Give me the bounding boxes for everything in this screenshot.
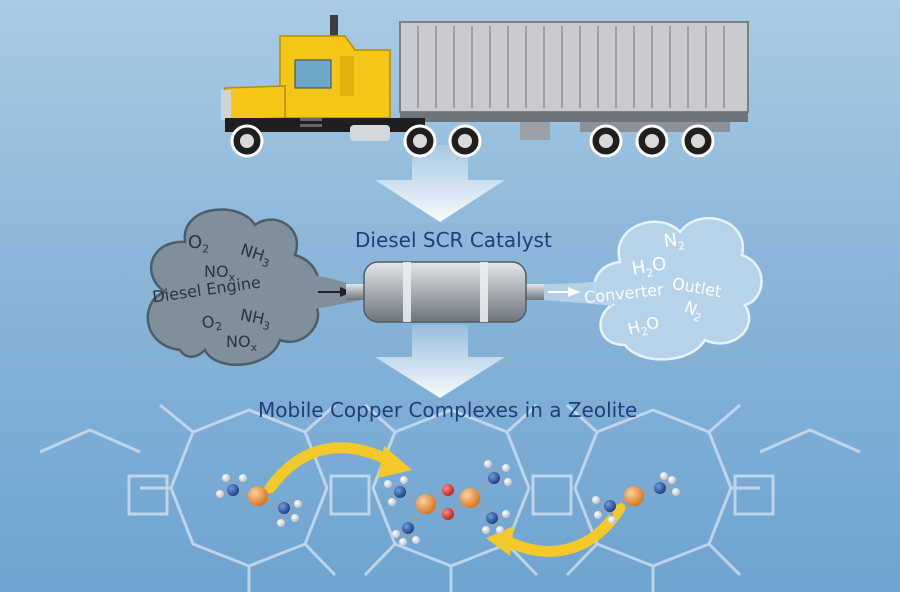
outlet-n2-label: N2 (662, 229, 687, 254)
arrow-catalyst-to-zeolite (375, 325, 505, 398)
catalyst-title: Diesel SCR Catalyst (355, 228, 552, 252)
molecule-left-cu-nh3 (216, 474, 302, 527)
zeolite-title: Mobile Copper Complexes in a Zeolite (258, 398, 638, 422)
engine-cloud (146, 208, 360, 366)
engine-o2b-label: O2 (200, 311, 224, 334)
arrow-truck-to-catalyst (375, 145, 505, 222)
copper-migration-arrows (264, 442, 626, 557)
truck (221, 15, 749, 158)
outlet-cloud (540, 216, 763, 361)
molecule-right-cu-nh3 (592, 472, 680, 524)
engine-o2-label: O2 (188, 232, 210, 256)
zeolite-framework (39, 403, 861, 592)
engine-noxb-label: NOx (226, 332, 258, 355)
scr-catalytic-converter (346, 261, 544, 323)
molecule-center-cu2o2 (384, 460, 512, 546)
engine-nox-label: NOx (204, 262, 236, 285)
